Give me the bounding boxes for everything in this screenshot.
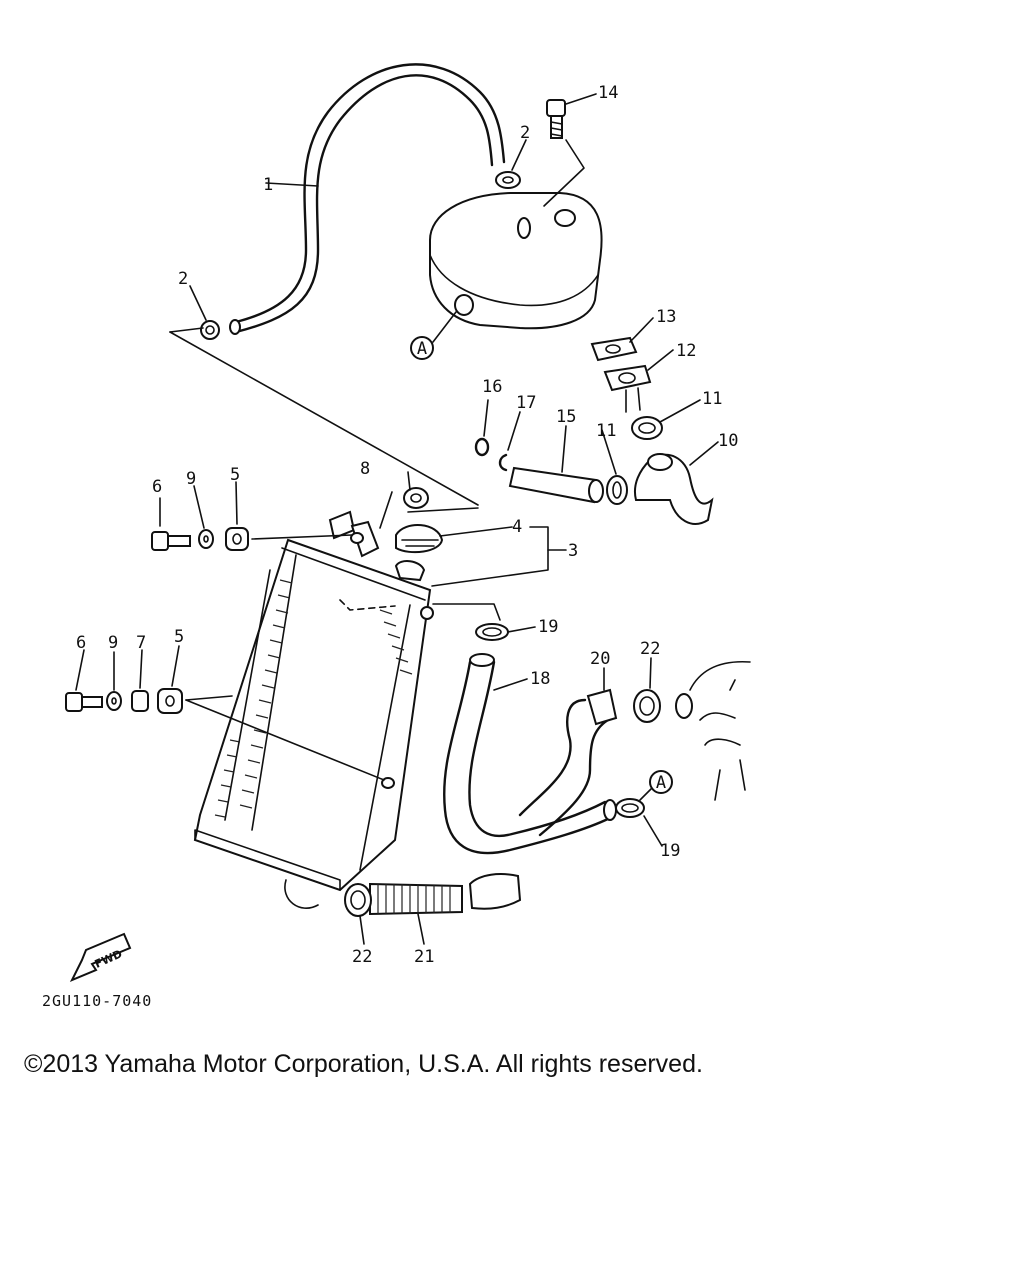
- part-16-o-ring: [474, 437, 490, 457]
- reservoir-tank: [429, 192, 603, 330]
- part-21-corrugated-hose: [369, 873, 522, 916]
- callout-6-lower: 6: [76, 633, 86, 653]
- svg-text:A: A: [656, 773, 666, 793]
- part-11-clamp-right: [631, 416, 663, 440]
- part-5-grommet-lower: [157, 688, 183, 714]
- part-8-nut: [403, 487, 429, 509]
- part-14-bolt: [546, 99, 566, 139]
- ref-marker-a-upper: A: [410, 311, 457, 360]
- part-10-elbow-hose: [634, 453, 714, 525]
- radiator-upper-outlet: [420, 606, 434, 620]
- part-22-clamp-right: [633, 689, 661, 723]
- callout-2-lower: 2: [178, 269, 188, 289]
- callout-20: 20: [590, 649, 610, 669]
- callout-9-lower: 9: [108, 633, 118, 653]
- callout-11-right: 11: [702, 389, 722, 409]
- part-7-collar: [131, 690, 149, 712]
- callout-12: 12: [676, 341, 696, 361]
- callout-18: 18: [530, 669, 550, 689]
- callout-labels: 1 2 2 14 13 12 11 10 16 17 15 11 8 4 3 1…: [76, 83, 738, 967]
- part-4-radiator-cap: [395, 523, 444, 554]
- part-9-washer-lower: [106, 691, 122, 711]
- part-15-hose: [508, 466, 604, 504]
- part-2-clamp-lower: [200, 320, 220, 340]
- callout-16: 16: [482, 377, 502, 397]
- copyright-text: ©2013 Yamaha Motor Corporation, U.S.A. A…: [24, 1050, 703, 1078]
- callout-13: 13: [656, 307, 676, 327]
- part-19-clamp-upper: [475, 623, 509, 641]
- callout-5-upper: 5: [230, 465, 240, 485]
- callout-19-upper: 19: [538, 617, 558, 637]
- callout-1: 1: [263, 175, 273, 195]
- callout-14: 14: [598, 83, 618, 103]
- ref-marker-a-lower: A: [649, 770, 673, 794]
- part-6-bolt-lower: [65, 692, 103, 712]
- part-19-clamp-lower: [615, 798, 645, 818]
- fwd-arrow-icon: FWD: [69, 932, 132, 982]
- part-13-gasket: [590, 336, 638, 362]
- callout-6-upper: 6: [152, 477, 162, 497]
- callout-2-upper: 2: [520, 123, 530, 143]
- callout-3: 3: [568, 541, 578, 561]
- part-5-grommet-upper: [225, 527, 249, 551]
- callout-19-lower: 19: [660, 841, 680, 861]
- leader-lines: [75, 93, 719, 945]
- callout-15: 15: [556, 407, 576, 427]
- radiator-fins: [214, 579, 413, 818]
- parts-diagram: 1 2 2 14 13 12 11 10 16 17 15 11 8 4 3 1…: [65, 63, 751, 982]
- part-18-hose: [443, 653, 617, 855]
- callout-5-lower: 5: [174, 627, 184, 647]
- callout-22-lower: 22: [352, 947, 372, 967]
- part-11-clamp-left: [606, 475, 628, 505]
- callout-10: 10: [718, 431, 738, 451]
- radiator: [193, 510, 432, 909]
- callout-8: 8: [360, 459, 370, 479]
- part-20-hose: [518, 688, 618, 837]
- engine-outlet-fitting: [675, 660, 751, 801]
- part-6-bolt-upper: [151, 531, 191, 551]
- svg-text:A: A: [417, 339, 427, 359]
- callout-7: 7: [136, 633, 146, 653]
- part-9-washer-upper: [198, 529, 214, 549]
- part-2-clamp-upper: [495, 171, 521, 189]
- callout-4: 4: [512, 517, 522, 537]
- callout-9-upper: 9: [186, 469, 196, 489]
- part-1-overflow-hose: [229, 63, 506, 335]
- callout-21: 21: [414, 947, 434, 967]
- callout-22-right: 22: [640, 639, 660, 659]
- drawing-code: 2GU110-7040: [42, 992, 153, 1010]
- part-17-circlip: [498, 453, 508, 472]
- part-22-clamp-lower: [344, 883, 372, 917]
- callout-11-left: 11: [596, 421, 616, 441]
- part-12-fitting: [603, 364, 652, 413]
- callout-17: 17: [516, 393, 536, 413]
